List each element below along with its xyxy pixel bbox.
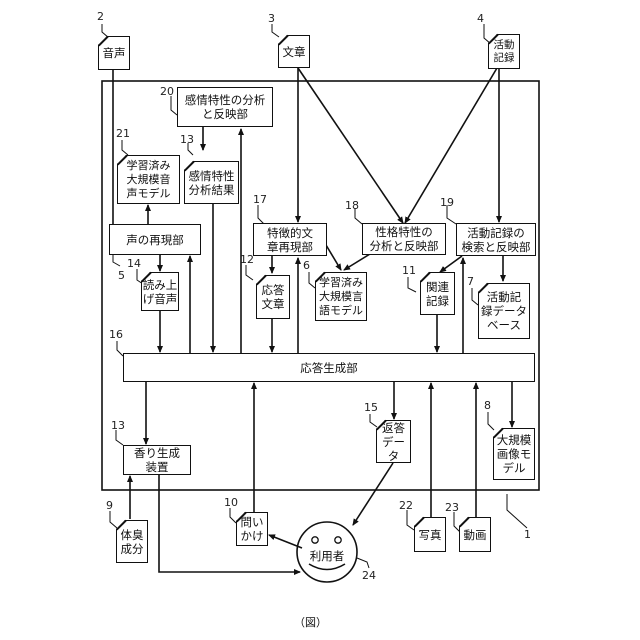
arrow-personality-to-language-model <box>344 254 370 270</box>
ref-9: 9 <box>106 500 113 512</box>
ref-11: 11 <box>402 265 416 277</box>
leader-12 <box>246 265 253 280</box>
ref-21: 21 <box>116 128 130 140</box>
ref-12: 12 <box>240 254 254 266</box>
ref-3: 3 <box>268 13 275 25</box>
activity-search-unit: 活動記録の 検索と反映部 <box>456 223 536 256</box>
leader-5 <box>113 254 120 266</box>
ref-13a: 13 <box>180 134 194 146</box>
ref-7: 7 <box>467 276 474 288</box>
ref-17: 17 <box>253 194 267 206</box>
arrow-reply-to-user <box>353 463 393 525</box>
leader-11 <box>408 277 416 292</box>
ref-8: 8 <box>484 400 491 412</box>
leader-9 <box>110 511 117 528</box>
leader-3 <box>272 24 279 37</box>
leader-22 <box>407 510 414 530</box>
aroma-generation-device: 香り生成 装置 <box>123 445 191 475</box>
emotion-analysis-unit: 感情特性の分析 と反映部 <box>177 87 273 127</box>
ref-6: 6 <box>303 260 310 272</box>
leader-8 <box>488 412 494 430</box>
leader-13b <box>116 430 123 445</box>
ref-20: 20 <box>160 86 174 98</box>
ref-13b: 13 <box>111 420 125 432</box>
ref-19: 19 <box>440 197 454 209</box>
leader-24 <box>357 558 369 568</box>
user-left-eye-icon <box>312 537 318 543</box>
ref-18: 18 <box>345 200 359 212</box>
response-generation-unit: 応答生成部 <box>123 353 535 382</box>
voice-reproduction-unit: 声の再現部 <box>109 224 201 255</box>
ref-2: 2 <box>97 11 104 23</box>
ref-1: 1 <box>524 529 531 541</box>
image-model-data: 大規模 画像モ デル <box>493 428 535 480</box>
ref-24: 24 <box>362 570 376 582</box>
leader-21 <box>122 140 128 155</box>
ref-10: 10 <box>224 497 238 509</box>
leader-17 <box>258 205 265 225</box>
activity-database: 活動記 録データ ベース <box>478 283 530 339</box>
ref-16: 16 <box>109 329 123 341</box>
arrow-aroma-to-user <box>159 474 300 572</box>
ref-22: 22 <box>399 500 413 512</box>
ref-15: 15 <box>364 402 378 414</box>
leader-7 <box>472 288 478 305</box>
ref-14: 14 <box>127 258 141 270</box>
feature-text-reproduction-unit: 特徴的文 章再現部 <box>253 223 327 256</box>
language-model-data: 学習済み 大規模言 語モデル <box>315 272 367 321</box>
emotion-result-data: 感情特性 分析結果 <box>184 161 239 204</box>
ref-4: 4 <box>477 13 484 25</box>
leader-15 <box>370 414 377 427</box>
ref-5: 5 <box>118 270 125 282</box>
arrow-search-to-related <box>440 256 462 272</box>
user-right-eye-icon <box>335 537 341 543</box>
voice-model-data: 学習済み 大規模音 声モデル <box>117 155 180 204</box>
user-smile-icon <box>309 564 345 570</box>
user-label: 利用者 <box>297 548 357 564</box>
personality-analysis-unit: 性格特性の 分析と反映部 <box>362 223 446 255</box>
ref-23: 23 <box>445 502 459 514</box>
figure-caption: （図） <box>294 614 327 630</box>
leader-1 <box>507 494 527 528</box>
